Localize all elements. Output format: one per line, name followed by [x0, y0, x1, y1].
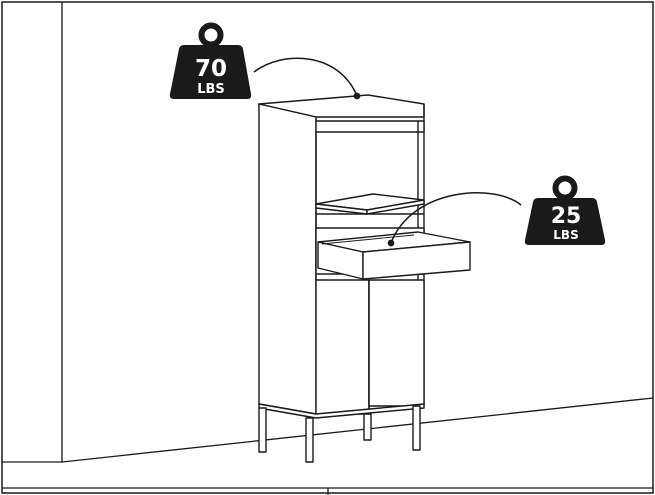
cabinet-leg — [258, 407, 267, 453]
cabinet-leg — [412, 405, 421, 451]
drawer-front — [362, 241, 471, 280]
room-walls — [2, 2, 654, 463]
open-drawer — [317, 231, 471, 280]
weight-unit-top: LBS — [197, 82, 225, 97]
cabinet-side-panel — [258, 103, 317, 415]
cabinet-door-left — [315, 279, 370, 415]
cabinet-door-right — [368, 279, 425, 407]
cabinet-leg — [363, 413, 372, 441]
leader-lines — [253, 57, 522, 247]
weight-icon: 25 LBS — [524, 175, 606, 245]
weight-value-drawer: 25 — [551, 204, 582, 229]
weight-icon: 70 LBS — [169, 22, 252, 99]
cabinet — [258, 94, 425, 463]
weight-value-top: 70 — [195, 56, 227, 82]
cabinet-leg — [305, 417, 314, 463]
bottom-strip — [2, 487, 653, 495]
weight-unit-drawer: LBS — [553, 228, 578, 242]
